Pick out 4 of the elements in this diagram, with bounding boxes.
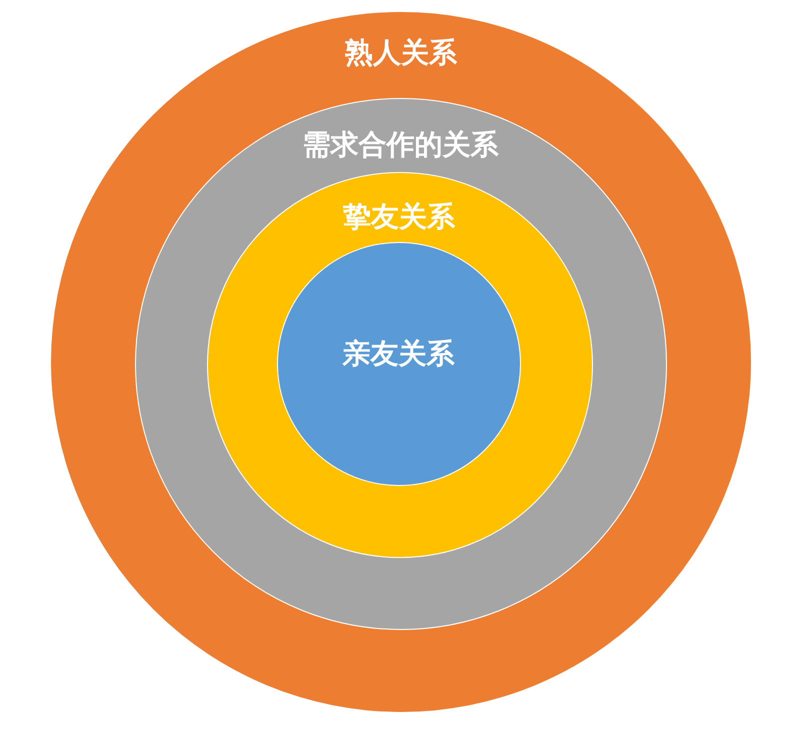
ring-label: 需求合作的关系 (302, 128, 498, 162)
circle-label: 亲友关系 (342, 336, 454, 370)
ring-label: 挚友关系 (343, 200, 455, 234)
ring-label: 熟人关系 (345, 36, 457, 70)
